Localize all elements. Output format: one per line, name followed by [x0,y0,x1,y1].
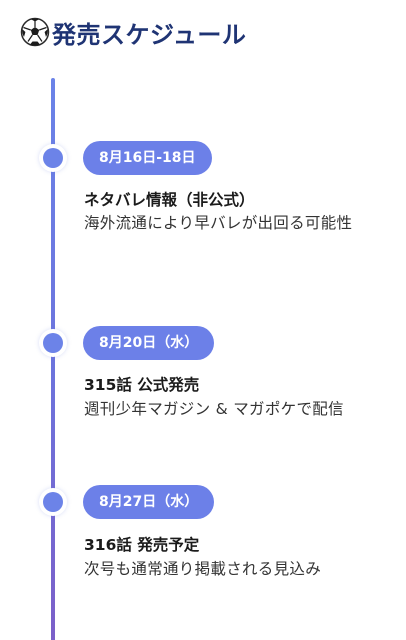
page-title-text: 発売スケジュール [52,20,247,49]
event-title: 316話 発売予定 [84,536,200,554]
date-badge: 8月27日（水） [83,485,215,519]
timeline-dot [39,144,67,172]
date-badge: 8月16日-18日 [83,141,212,175]
event-description: 週刊少年マガジン & マガポケで配信 [84,400,344,418]
timeline-dot [39,488,67,516]
page-title: 発売スケジュール [20,14,246,50]
timeline-line [51,78,55,640]
event-title: ネタバレ情報（非公式） [84,191,255,209]
event-description: 次号も通常通り掲載される見込み [84,560,322,578]
timeline-dot [39,329,67,357]
event-title: 315話 公式発売 [84,376,200,394]
event-description: 海外流通により早バレが出回る可能性 [84,214,353,232]
date-badge: 8月20日（水） [83,326,215,360]
soccer-ball-icon [20,17,50,47]
